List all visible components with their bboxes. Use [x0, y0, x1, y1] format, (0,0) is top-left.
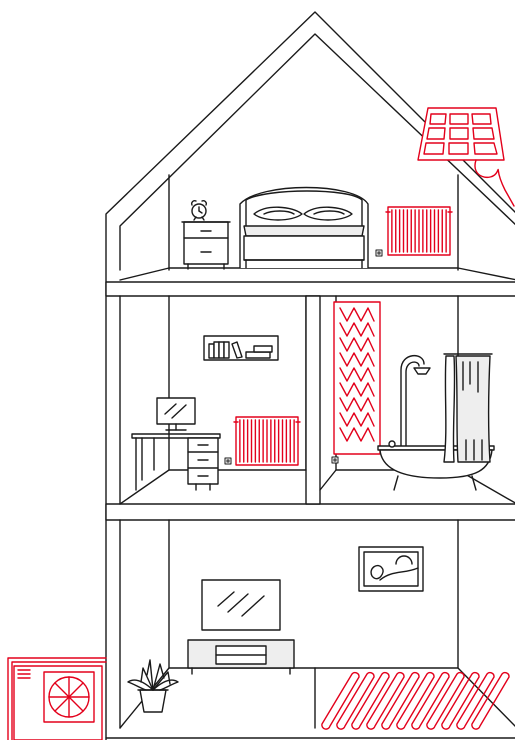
heat-pump-icon — [8, 658, 106, 740]
shower-curtain — [444, 354, 492, 462]
picture-frame-icon — [359, 547, 423, 591]
partition-wall — [306, 296, 320, 504]
thermostat-icon — [376, 250, 382, 256]
office — [132, 336, 300, 490]
radiator-icon — [234, 417, 300, 465]
nightstand — [182, 222, 230, 269]
attic-bedroom — [182, 188, 452, 270]
tv-icon — [202, 580, 280, 630]
floor-slab-lower — [106, 504, 515, 520]
bookshelf — [204, 336, 278, 360]
bed — [240, 188, 368, 269]
thermostat-icon — [225, 458, 231, 464]
underfloor-heating-icon — [322, 673, 509, 729]
bathroom — [332, 302, 494, 490]
towel-radiator-icon — [334, 302, 380, 454]
tv-stand — [188, 640, 294, 674]
alarm-clock-icon — [192, 201, 207, 220]
living-room — [128, 547, 509, 729]
floor-slab-upper — [106, 282, 515, 296]
thermostat-icon — [332, 457, 338, 463]
shower-icon — [401, 356, 430, 446]
desk — [132, 434, 220, 490]
solar-panel-icon — [418, 108, 514, 206]
monitor-icon — [157, 398, 195, 430]
attic-floor-line — [120, 268, 515, 280]
radiator-icon — [386, 207, 452, 255]
